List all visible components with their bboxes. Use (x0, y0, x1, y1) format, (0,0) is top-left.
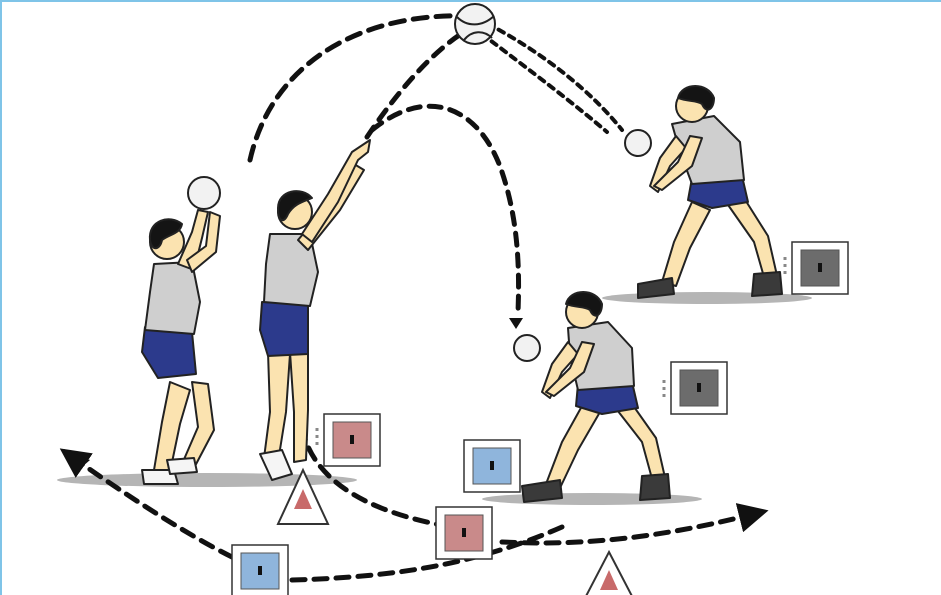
marker-gray-2 (792, 242, 848, 294)
marker-gray-1 (671, 362, 727, 414)
ball-passer-front (514, 335, 540, 361)
player-passer-front (522, 292, 670, 502)
marker-red-1 (324, 414, 380, 466)
path-floor-bottom (292, 527, 562, 580)
arrow-head-top (509, 318, 523, 329)
marker-blue-1 (464, 440, 520, 492)
path-set-arc (372, 106, 519, 312)
marker-ticks (317, 257, 785, 446)
ball-setter (188, 177, 220, 209)
path-top-ball-to-passer-2 (482, 34, 607, 132)
player-passer-back (638, 86, 782, 298)
ball-passer-back (625, 130, 651, 156)
cone-right (584, 552, 634, 595)
marker-red-2 (436, 507, 492, 559)
marker-blue-2 (232, 545, 288, 595)
path-top-ball-to-passer (488, 24, 622, 130)
arrow-head-left (64, 449, 90, 474)
player-setter-ready (142, 210, 220, 484)
path-top-arc (250, 16, 470, 160)
